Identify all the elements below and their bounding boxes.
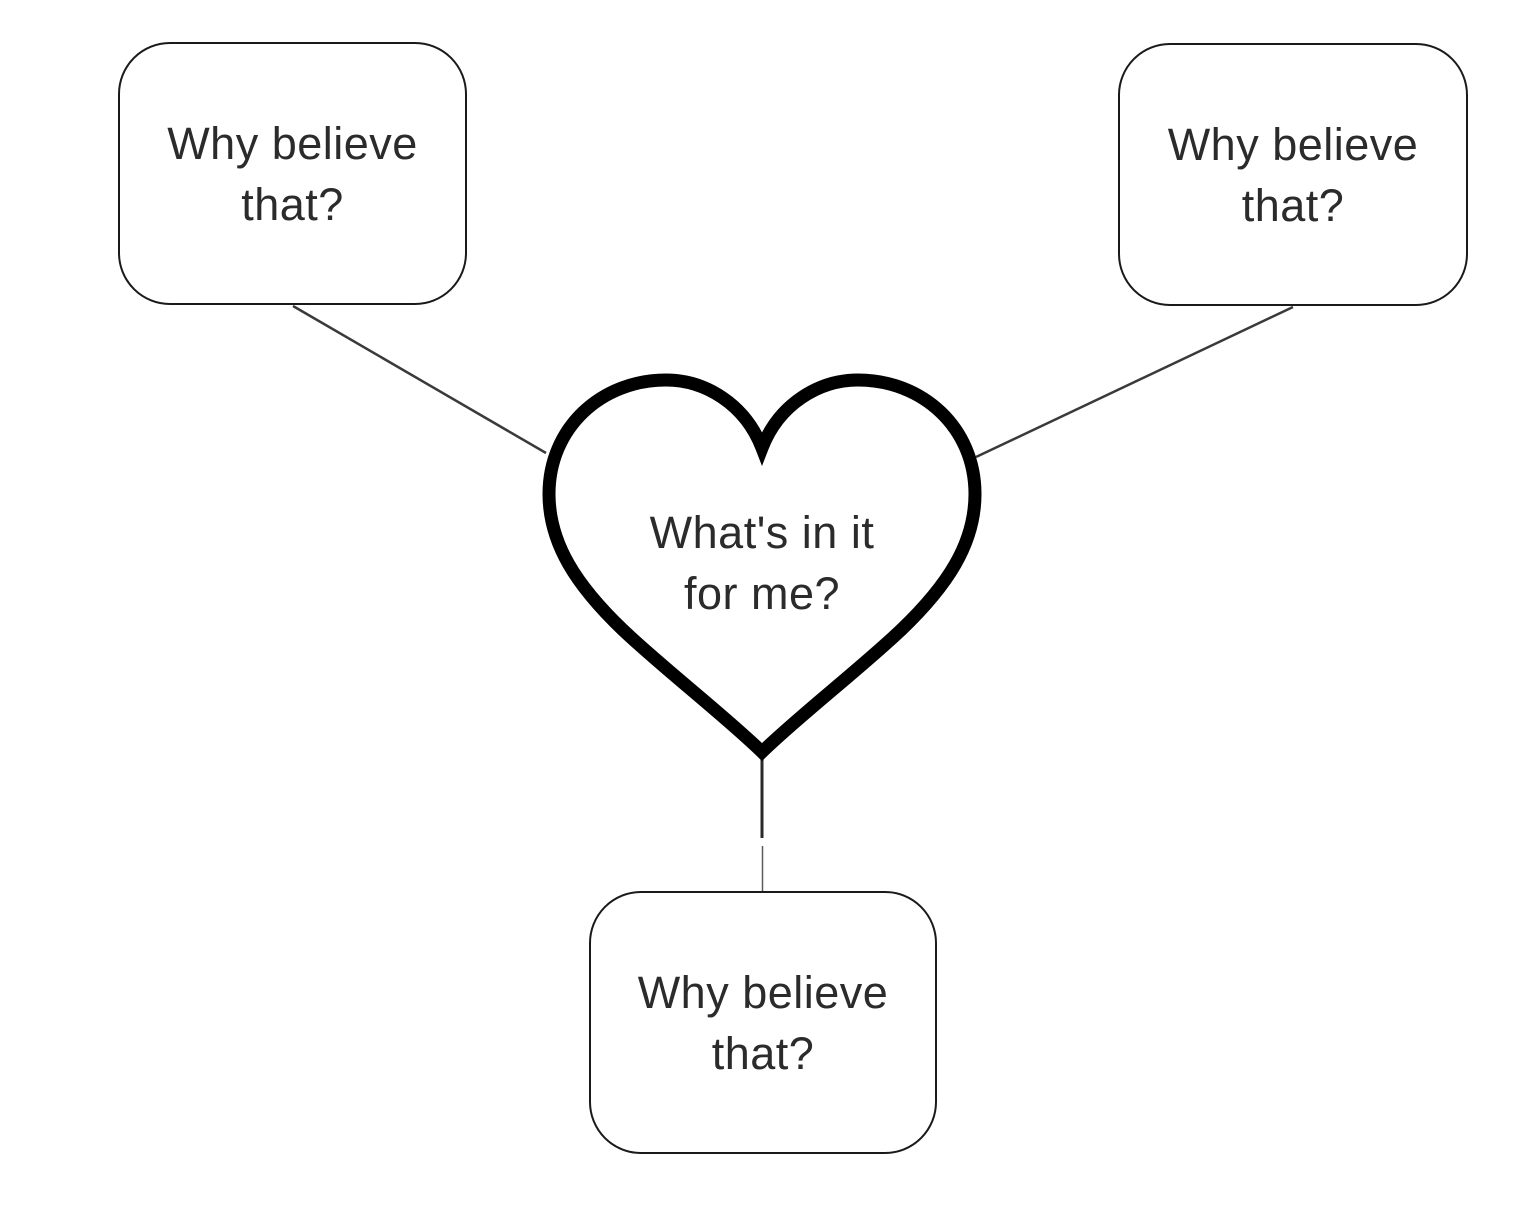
node-label: Why believe that?	[1167, 118, 1419, 231]
connector-top-left-to-heart	[292, 304, 547, 455]
node-why-believe-top-left: Why believe that?	[118, 42, 467, 305]
heart-node: What's in it for me?	[533, 368, 993, 768]
heart-label: What's in it for me?	[649, 507, 875, 619]
node-why-believe-top-right: Why believe that?	[1118, 43, 1468, 306]
node-label: Why believe that?	[637, 966, 889, 1079]
heart-icon	[542, 373, 982, 762]
connector-heart-to-top-right	[975, 305, 1294, 459]
node-label: Why believe that?	[167, 117, 418, 230]
node-why-believe-bottom: Why believe that?	[589, 891, 937, 1154]
